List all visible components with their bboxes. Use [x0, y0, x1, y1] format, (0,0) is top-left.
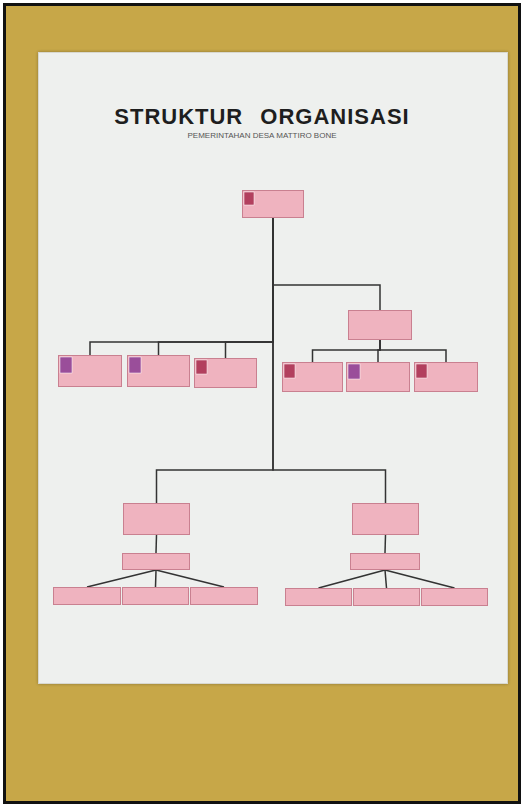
- portrait-photo: [129, 357, 141, 373]
- portrait-photo: [416, 364, 427, 378]
- portrait-photo: [60, 357, 72, 373]
- portrait-photo: [348, 364, 360, 379]
- position-box: [123, 503, 190, 535]
- connector-line: [380, 340, 446, 362]
- subtitle: PEMERINTAHAN DESA MATTIRO BONE: [0, 131, 524, 140]
- connector-line: [156, 570, 224, 587]
- position-box: [352, 503, 419, 535]
- position-box: [285, 588, 352, 606]
- position-box: [190, 587, 258, 605]
- position-box: [122, 553, 190, 570]
- connector-line: [226, 218, 274, 358]
- connector-line: [155, 535, 157, 553]
- connector-line: [87, 570, 156, 587]
- connector-line: [90, 218, 273, 355]
- portrait-photo: [284, 364, 295, 378]
- connector-line: [159, 218, 274, 355]
- portrait-photo: [244, 192, 254, 205]
- position-box: [122, 587, 189, 605]
- connector-line: [313, 340, 381, 362]
- position-box: [53, 587, 121, 605]
- connector-line: [385, 570, 387, 588]
- connector-line: [319, 570, 386, 588]
- position-box: [353, 588, 420, 606]
- connector-line: [385, 570, 455, 588]
- portrait-photo: [196, 360, 207, 374]
- connector-line: [273, 218, 380, 310]
- chart-title: STRUKTUR ORGANISASI: [0, 104, 524, 130]
- position-box: [348, 310, 412, 340]
- connector-line: [155, 570, 157, 587]
- connector-line: [273, 218, 386, 503]
- connector-line: [384, 535, 386, 553]
- position-box: [421, 588, 488, 606]
- position-box: [350, 553, 420, 570]
